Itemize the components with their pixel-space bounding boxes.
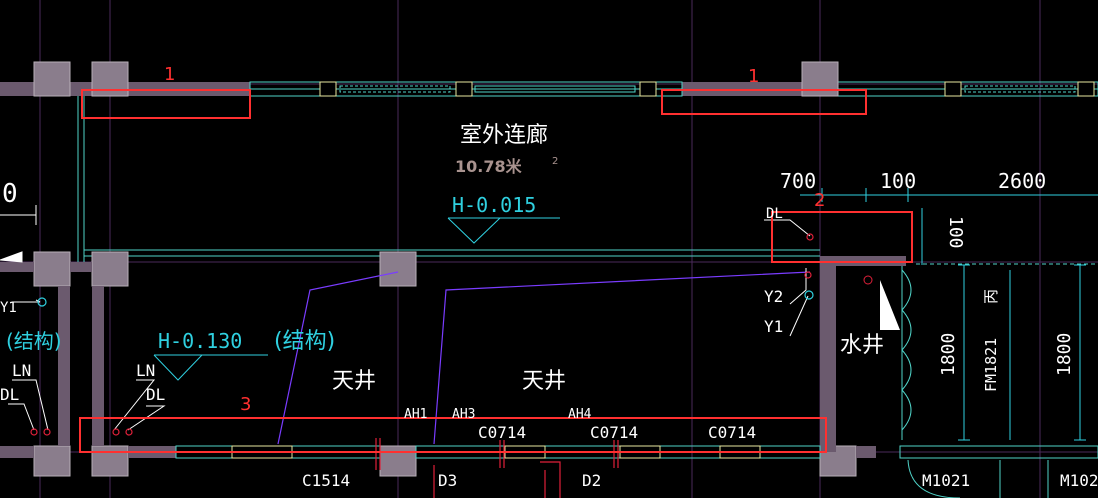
window-tag-c0714-a: C0714 [478,423,526,442]
pipe-label-y1-left: Y1 [0,300,17,316]
window-tag-c0714-b: C0714 [590,423,638,442]
window-tag-c0714-c: C0714 [708,423,756,442]
structure-label-1: (结构) [6,329,62,353]
pipe-label-dl-left: DL [146,385,165,404]
drain-pipe-lines [277,271,811,445]
pipe-label-y2-right: Y2 [764,287,783,306]
window-tag-ah4: AH4 [568,407,592,422]
annotation-number-1-right: 1 [748,66,759,87]
annotation-number-1-left: 1 [164,64,175,85]
window-tag-ah1: AH1 [404,407,427,422]
dimension-1800-a: 1800 [938,333,959,376]
door-tag-m1021: M1021 [922,471,970,490]
pipe-label-ln-far-left: LN [12,361,31,380]
skywell-label-2: 天井 [522,369,566,394]
annotation-boxes [79,89,913,453]
elevation-marker-left [153,354,268,381]
door-tag-fm1821: FM1821 [982,338,1000,392]
room-area: 10.78米 [455,157,523,176]
window-tag-c1514: C1514 [302,471,350,490]
elevation-left: H-0.130 [158,329,242,353]
door-grade-bing: 丙 [982,289,1000,304]
walls [0,256,1098,459]
annotation-box-1-right [661,89,867,115]
pipe-circles [30,233,814,436]
annotation-number-3: 3 [240,394,251,415]
annotation-box-1-left [81,89,251,119]
dimension-100-vertical: 100 [945,216,966,249]
room-name: 室外连廊 [460,123,548,148]
elevation-corridor: H-0.015 [452,193,536,217]
pipe-label-dl-top: DL [766,206,783,222]
dimension-1800-b: 1800 [1054,333,1075,376]
pipe-label-ln-left: LN [136,361,155,380]
pipe-leaders [8,219,811,431]
skywell-label-1: 天井 [332,369,376,394]
dimension-lines [800,188,1098,441]
door-tag-d3: D3 [438,471,457,490]
water-well-area [863,263,1098,498]
door-tag-m102: M102 [1060,471,1098,490]
dimension-2600: 2600 [998,169,1046,193]
left-number: 0 [2,179,18,209]
structure-label-2: (结构) [274,329,335,354]
annotation-box-3 [79,417,827,453]
door-symbols [375,438,619,498]
dimension-700: 700 [780,169,816,193]
dimension-100-horizontal: 100 [880,169,916,193]
corridor-inner-lines [77,96,820,262]
room-area-superscript: 2 [552,156,558,167]
water-well-label: 水井 [840,333,884,358]
left-edge-details [0,205,37,263]
elevation-marker-corridor [447,217,560,244]
pipe-label-y1-right: Y1 [764,317,783,336]
annotation-box-2 [771,211,913,263]
window-tag-ah3: AH3 [452,407,475,422]
annotation-number-2: 2 [814,190,825,211]
door-tag-d2: D2 [582,471,601,490]
pipe-label-dl-far-left: DL [0,385,19,404]
